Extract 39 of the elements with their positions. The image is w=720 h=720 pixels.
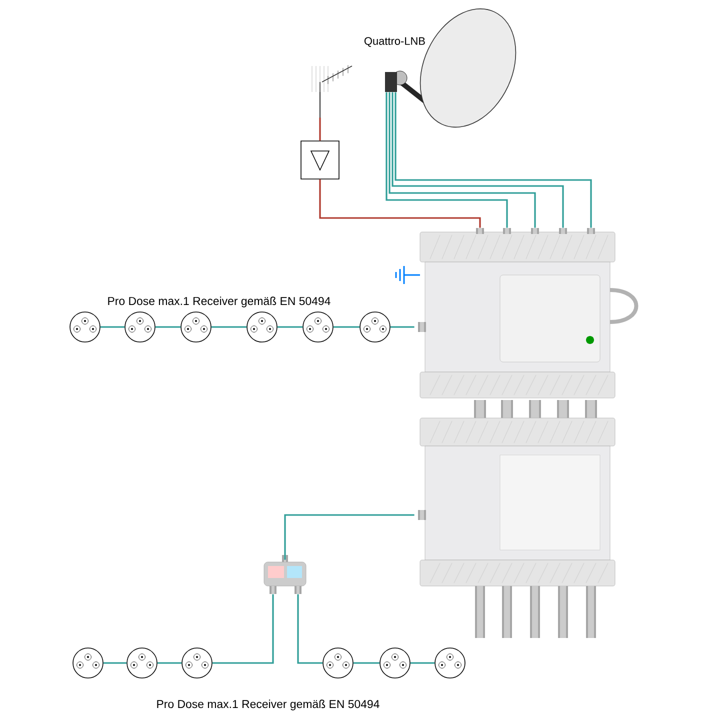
cable xyxy=(297,594,323,664)
wall-socket xyxy=(380,648,410,678)
note-text: Pro Dose max.1 Receiver gemäß EN 50494 xyxy=(157,700,380,710)
cable xyxy=(390,326,414,328)
device-label: Quattro-LNB xyxy=(364,37,425,47)
cable xyxy=(211,326,247,328)
cable xyxy=(319,179,481,228)
cable xyxy=(353,662,380,664)
wall-socket xyxy=(246,312,278,342)
cable xyxy=(100,326,125,328)
cable xyxy=(157,662,182,664)
cable xyxy=(333,326,360,328)
cable xyxy=(103,662,127,664)
cable xyxy=(394,92,592,228)
cable xyxy=(392,92,564,228)
cable xyxy=(277,326,303,328)
wall-socket xyxy=(434,648,466,678)
cable xyxy=(388,92,536,228)
wall-socket xyxy=(182,648,212,678)
cable xyxy=(155,326,181,328)
cable xyxy=(319,118,321,141)
wall-socket xyxy=(180,312,212,342)
wall-socket xyxy=(302,312,334,342)
multiswitch-drawing xyxy=(418,228,638,398)
antenna-drawing xyxy=(312,65,352,118)
wall-socket xyxy=(72,648,104,678)
wall-socket xyxy=(126,648,158,678)
note-text: Pro Dose max.1 Receiver gemäß EN 50494 xyxy=(108,296,330,308)
wall-socket xyxy=(124,312,156,342)
splitter-drawing xyxy=(264,555,306,594)
cable xyxy=(284,514,414,560)
cable xyxy=(386,92,508,228)
wall-socket xyxy=(70,312,100,342)
wall-socket xyxy=(360,312,390,342)
cable xyxy=(212,594,274,664)
multiswitch-drawing xyxy=(418,400,616,638)
cable xyxy=(410,662,435,664)
amplifier-box xyxy=(300,140,340,180)
wall-socket xyxy=(322,648,354,678)
